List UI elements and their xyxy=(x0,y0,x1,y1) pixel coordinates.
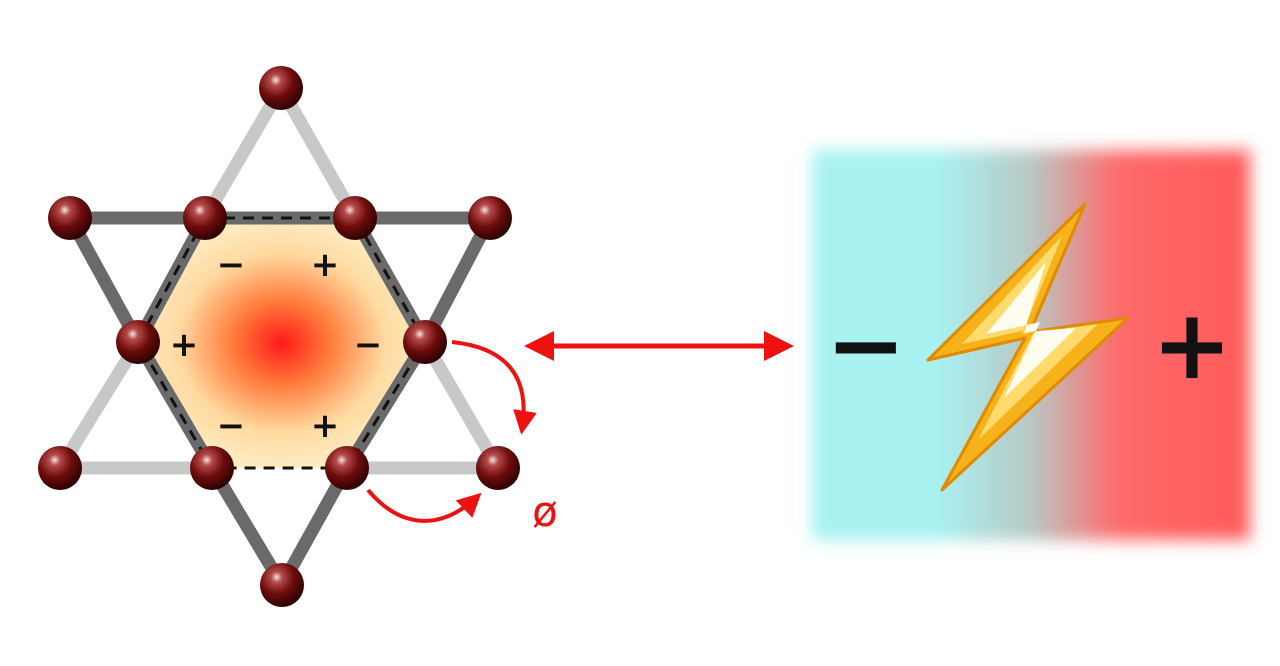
back-bonds xyxy=(53,81,505,475)
phase-sign: + xyxy=(311,245,340,285)
atom xyxy=(325,446,369,490)
atom xyxy=(116,320,160,364)
field-negative-sign: − xyxy=(826,289,906,401)
atom xyxy=(333,196,377,240)
phase-sign: + xyxy=(170,325,199,365)
phase-sign: − xyxy=(217,245,246,285)
atom xyxy=(260,563,304,607)
atom xyxy=(403,320,447,364)
kagome-lattice: − + + − − + ø xyxy=(38,66,558,607)
null-symbol: ø xyxy=(532,487,558,536)
atom xyxy=(468,196,512,240)
central-hexagon xyxy=(138,218,425,468)
atoms xyxy=(38,66,520,607)
atom xyxy=(259,66,303,110)
hexagon-phase-signs: − + + − − + xyxy=(170,245,383,446)
atom xyxy=(38,446,82,490)
atom xyxy=(48,196,92,240)
atom xyxy=(476,446,520,490)
hopping-arrow-upper xyxy=(451,340,537,435)
atom xyxy=(190,446,234,490)
field-positive-sign: + xyxy=(1152,289,1232,401)
hopping-arrow-lower xyxy=(366,488,482,523)
atom xyxy=(183,196,227,240)
electric-field-panel: − + xyxy=(812,150,1250,540)
phase-sign: + xyxy=(311,406,340,446)
phase-sign: − xyxy=(217,406,246,446)
lightning-bolt-icon xyxy=(926,202,1130,492)
phase-sign: − xyxy=(354,325,383,365)
